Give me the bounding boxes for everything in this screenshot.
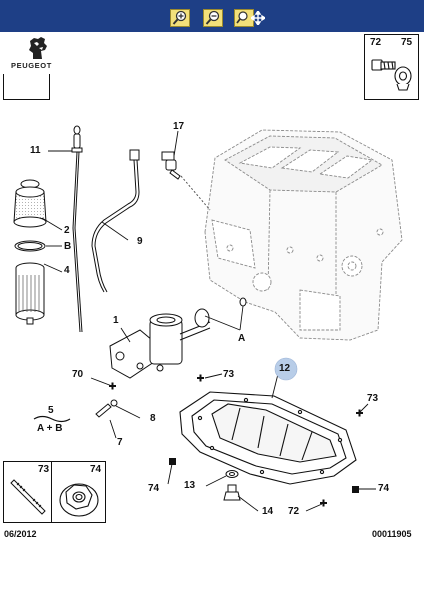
oil-pressure-sensor-drawing: [161, 151, 211, 211]
callout-5[interactable]: 5: [48, 405, 54, 416]
peugeot-lion-logo: [29, 37, 47, 59]
callout-11[interactable]: 11: [30, 145, 41, 156]
kit-label-74: 74: [90, 464, 102, 475]
callout-17[interactable]: 17: [173, 121, 185, 132]
callout-73-upper[interactable]: 73: [223, 369, 235, 380]
footer-reference: 00011905: [372, 529, 412, 539]
footer-date: 06/2012: [4, 529, 37, 539]
kit-label-75: 75: [401, 37, 413, 48]
brand-badge: PEUGEOT: [3, 34, 73, 74]
flange-nut-illustration: [59, 483, 99, 517]
highlight-circle-12[interactable]: [274, 357, 298, 381]
callout-8[interactable]: 8: [150, 413, 156, 424]
callout-A[interactable]: A: [238, 333, 246, 344]
zoom-pan-icon: [236, 11, 248, 24]
drain-plug-drawing: [223, 470, 241, 501]
callout-13[interactable]: 13: [184, 480, 196, 491]
stud-bolt-illustration: [10, 479, 46, 515]
callout-12[interactable]: 12: [279, 363, 291, 374]
oil-filter-housing-drawing: [109, 297, 247, 379]
small-parts-drawing: [95, 399, 118, 418]
zoom-in-button[interactable]: [170, 9, 190, 27]
dipstick-guide-tube-drawing: [91, 149, 140, 293]
callout-74-left[interactable]: 74: [148, 483, 160, 494]
callout-2[interactable]: 2: [64, 225, 70, 236]
callout-14[interactable]: 14: [262, 506, 274, 517]
zoom-out-icon: [205, 10, 220, 25]
dipstick-drawing: [71, 125, 83, 333]
callout-74-right[interactable]: 74: [378, 483, 390, 494]
leader-lines: [41, 130, 376, 512]
zoom-in-icon: [172, 10, 187, 25]
oil-sump-drawing: [179, 391, 357, 485]
callout-73-right[interactable]: 73: [367, 393, 379, 404]
callout-4[interactable]: 4: [64, 265, 70, 276]
brand-name: PEUGEOT: [11, 61, 52, 70]
callout-A-plus-B[interactable]: A + B: [37, 423, 63, 434]
oil-filter-drawing: [13, 179, 47, 325]
pan-icon[interactable]: [251, 11, 265, 25]
marker-symbols: [109, 374, 363, 507]
group-brace: [33, 415, 71, 423]
engine-block-drawing: [204, 129, 403, 341]
zoom-out-button[interactable]: [203, 9, 223, 27]
kit-label-73: 73: [38, 464, 50, 475]
exploded-view-diagram: [13, 125, 403, 512]
callout-1[interactable]: 1: [113, 315, 119, 326]
callout-B[interactable]: B: [64, 241, 72, 252]
callout-72[interactable]: 72: [288, 506, 300, 517]
toolbar: [0, 0, 424, 32]
kit-label-72: 72: [370, 37, 382, 48]
callout-9[interactable]: 9: [137, 236, 143, 247]
bolt-washer-illustration: [371, 59, 412, 91]
callout-70[interactable]: 70: [72, 369, 84, 380]
callout-7[interactable]: 7: [117, 437, 123, 448]
